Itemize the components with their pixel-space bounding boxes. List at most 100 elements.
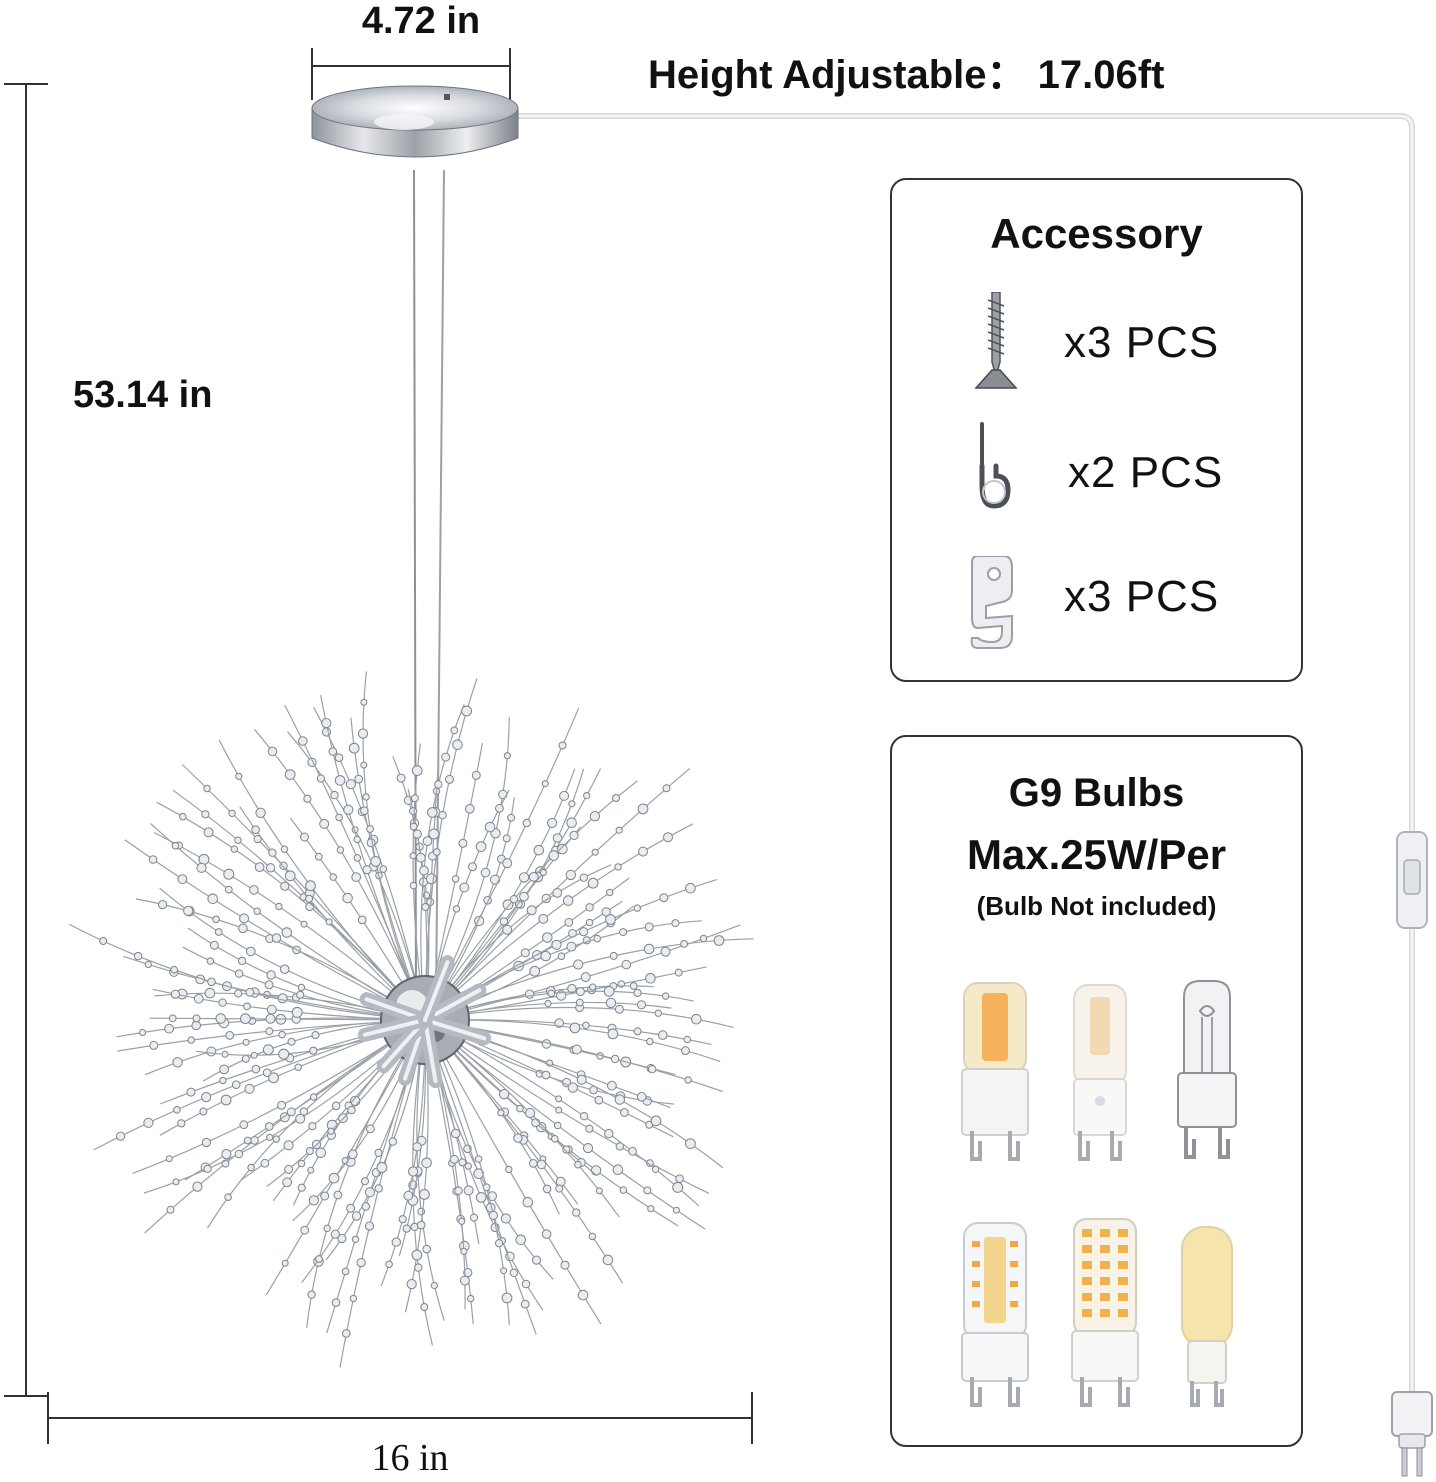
crystal-bead xyxy=(356,1258,366,1268)
crystal-ray xyxy=(69,923,426,1021)
crystal-bead xyxy=(334,753,344,763)
crystal-bead xyxy=(489,874,501,885)
crystal-bead xyxy=(203,1164,212,1174)
crystal-bead xyxy=(411,765,423,776)
canopy-width-label: 4.72 in xyxy=(361,0,481,42)
crystal-bead xyxy=(287,1037,296,1046)
crystal-bead xyxy=(353,835,361,844)
crystal-bead xyxy=(546,817,558,829)
crystal-bead xyxy=(547,989,556,998)
g9-smd-led-bulb-icon xyxy=(1071,1218,1139,1407)
crystal-ray xyxy=(424,1019,510,1325)
crystal-bead xyxy=(177,1119,186,1128)
crystal-bead xyxy=(521,1279,531,1289)
crystal-bead xyxy=(571,1044,582,1055)
crystal-bead xyxy=(409,807,418,816)
crystal-bead xyxy=(282,1177,293,1188)
canopy-width-dimension-line xyxy=(311,48,511,100)
crystal-ray xyxy=(153,832,426,1021)
g9-ceramic-bulb-icon xyxy=(1181,1226,1233,1407)
crystal-bead xyxy=(192,1181,203,1192)
crystal-ray xyxy=(424,767,691,1021)
crystal-bead xyxy=(346,1203,356,1213)
bulbs-note: (Bulb Not included) xyxy=(976,891,1217,921)
crystal-bead xyxy=(177,874,188,885)
crystal-ray xyxy=(424,1019,544,1311)
crystal-bead xyxy=(502,924,513,935)
crystal-bead xyxy=(331,1298,341,1307)
crystal-bead xyxy=(164,1023,175,1034)
crystal-bead xyxy=(354,774,364,784)
crystal-bead xyxy=(337,1233,347,1244)
crystal-bead xyxy=(116,1131,126,1141)
crystal-bead xyxy=(540,950,552,962)
crystal-bead xyxy=(323,1224,331,1233)
crystal-bead xyxy=(179,812,187,821)
crystal-bead xyxy=(680,940,688,948)
crystal-bead xyxy=(526,905,537,916)
crystal-bead xyxy=(353,854,362,862)
crystal-bead xyxy=(305,880,316,892)
crystal-bead xyxy=(207,977,216,987)
bulbs-title: G9 Bulbs xyxy=(1008,771,1185,815)
crystal-bead xyxy=(398,1215,407,1224)
crystal-bead xyxy=(265,1122,274,1131)
crystal-bead xyxy=(241,1054,250,1063)
crystal-bead xyxy=(555,1176,566,1187)
crystal-bead xyxy=(432,848,441,856)
crystal-ray xyxy=(424,1019,700,1207)
crystal-bead xyxy=(327,1127,335,1135)
crystal-bead xyxy=(562,895,574,906)
crystal-bead xyxy=(552,888,563,898)
crystal-bead xyxy=(691,1013,702,1025)
crystal-bead xyxy=(595,1187,603,1195)
crystal-bead xyxy=(246,946,256,957)
crystal-bead xyxy=(275,902,283,911)
crystal-bead xyxy=(230,845,239,853)
crystal-bead xyxy=(619,1186,628,1194)
crystal-bead xyxy=(411,1249,423,1261)
crystal-bead xyxy=(646,1159,654,1167)
crystal-bead xyxy=(582,1021,590,1029)
crystal-bead xyxy=(403,1190,414,1201)
crystal-bead xyxy=(458,1217,466,1225)
crystal-bead xyxy=(454,1186,463,1195)
crystal-bead xyxy=(548,850,560,861)
crystal-bead xyxy=(566,941,577,952)
crystal-bead xyxy=(149,1040,159,1050)
bulb-socket-highlight xyxy=(362,1018,427,1037)
crystal-bead xyxy=(574,1160,582,1169)
crystal-bead xyxy=(220,1094,232,1106)
crystal-bead xyxy=(637,803,649,815)
crystal-bead xyxy=(315,1147,327,1159)
crystal-bead xyxy=(172,1178,180,1186)
crystal-bead xyxy=(659,893,669,903)
crystal-bead xyxy=(633,988,642,998)
crystal-ray xyxy=(313,706,426,1021)
crystal-bead xyxy=(385,1260,393,1269)
crystal-bead xyxy=(628,1146,637,1156)
crystal-bead xyxy=(588,1232,597,1241)
crystal-bead xyxy=(564,917,574,927)
g9-clear-led-bulb-icon xyxy=(961,1222,1029,1407)
crystal-bead xyxy=(589,811,601,822)
crystal-bead xyxy=(360,761,368,769)
crystal-bead xyxy=(307,1166,315,1174)
crystal-bead xyxy=(143,1117,154,1128)
crystal-bead xyxy=(224,1193,232,1201)
crystal-bead xyxy=(280,881,290,891)
crystal-bead xyxy=(661,992,670,1000)
crystal-bead xyxy=(341,1267,350,1276)
crystal-bead xyxy=(452,739,463,751)
crystal-bead xyxy=(341,1157,349,1165)
crystal-bead xyxy=(610,1054,620,1064)
crystal-bead xyxy=(315,1255,323,1263)
crystal-bead xyxy=(374,1148,383,1158)
crystal-bead xyxy=(409,881,418,890)
crystal-bead xyxy=(482,1183,491,1192)
crystal-bead xyxy=(221,1050,229,1058)
bulb-socket-highlight xyxy=(423,1018,487,1041)
crystal-bead xyxy=(199,1107,208,1116)
crystal-bead xyxy=(551,1135,559,1143)
g9-frosted-bulb-icon xyxy=(1073,984,1127,1161)
